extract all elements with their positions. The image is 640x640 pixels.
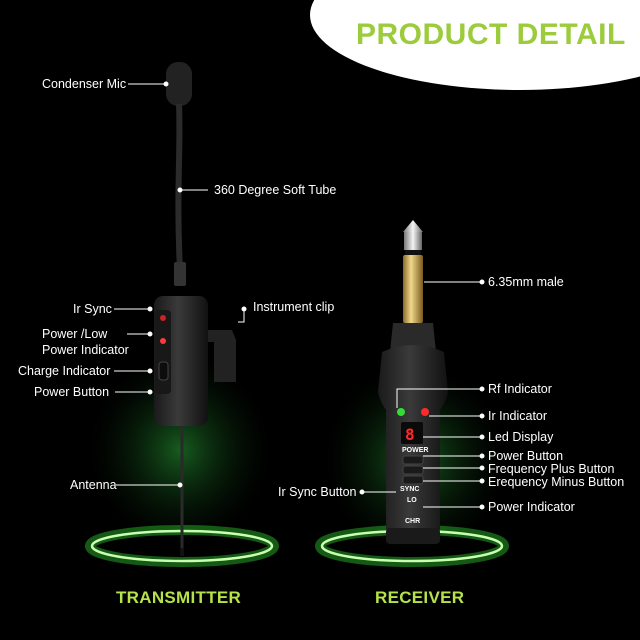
- label-ir-indicator: Ir Indicator: [488, 409, 548, 423]
- page-title: PRODUCT DETAIL: [356, 18, 626, 51]
- power-key: [402, 455, 424, 465]
- tube-connector: [174, 262, 186, 286]
- label-receiver-power-button: Power Button: [488, 449, 564, 463]
- mic-foam-icon: [166, 62, 192, 106]
- label-charge-indicator: Charge Indicator: [18, 364, 111, 378]
- freq-minus-key: [402, 475, 424, 485]
- led-display-window: [401, 422, 423, 444]
- plug-sleeve: [403, 255, 423, 323]
- transmitter-panel: [155, 310, 171, 394]
- label-led-display: Led Display: [488, 430, 554, 444]
- label-power-low: Power /Low: [42, 327, 108, 341]
- receiver-title: RECEIVER: [375, 588, 465, 607]
- chr-label: CHR: [405, 518, 421, 525]
- sparkle-glow-left: [90, 355, 270, 545]
- transmitter-power-switch: [158, 361, 169, 381]
- transmitter-ir-led: [160, 315, 166, 321]
- label-antenna: Antenna: [70, 478, 117, 492]
- plug-insulator: [405, 250, 421, 255]
- label-freq-plus: Frequency Plus Button: [488, 462, 615, 476]
- label-power-indicator: Power Indicator: [42, 343, 129, 357]
- plug-tip: [403, 220, 423, 232]
- label-soft-tube: 360 Degree Soft Tube: [214, 183, 337, 197]
- label-condenser-mic: Condenser Mic: [42, 77, 127, 91]
- power-key-label: POWER: [402, 447, 429, 454]
- label-power-button: Power Button: [34, 385, 110, 399]
- label-rf-indicator: Rf Indicator: [488, 382, 552, 396]
- transmitter-power-led: [160, 338, 166, 344]
- receiver-bottom: [386, 528, 440, 544]
- receiver-collar: [390, 323, 436, 352]
- instrument-clip: [208, 330, 236, 382]
- label-ir-sync: Ir Sync: [73, 302, 112, 316]
- freq-plus-key: [402, 465, 424, 475]
- label-freq-minus: Erequency Minus Button: [488, 475, 625, 489]
- gooseneck-tube: [175, 103, 183, 271]
- led-digit: 8: [405, 425, 415, 444]
- plug-tip-ring: [404, 232, 422, 250]
- lo-label: LO: [407, 497, 417, 504]
- ir-led: [421, 408, 429, 416]
- label-male-plug: 6.35mm male: [488, 275, 564, 289]
- label-ir-sync-button: Ir Sync Button: [278, 485, 357, 499]
- transmitter-title: TRANSMITTER: [116, 588, 242, 607]
- sync-label: SYNC: [400, 486, 420, 493]
- label-power-indicator: Power Indicator: [488, 500, 575, 514]
- rf-led: [397, 408, 405, 416]
- label-instrument-clip: Instrument clip: [253, 300, 335, 314]
